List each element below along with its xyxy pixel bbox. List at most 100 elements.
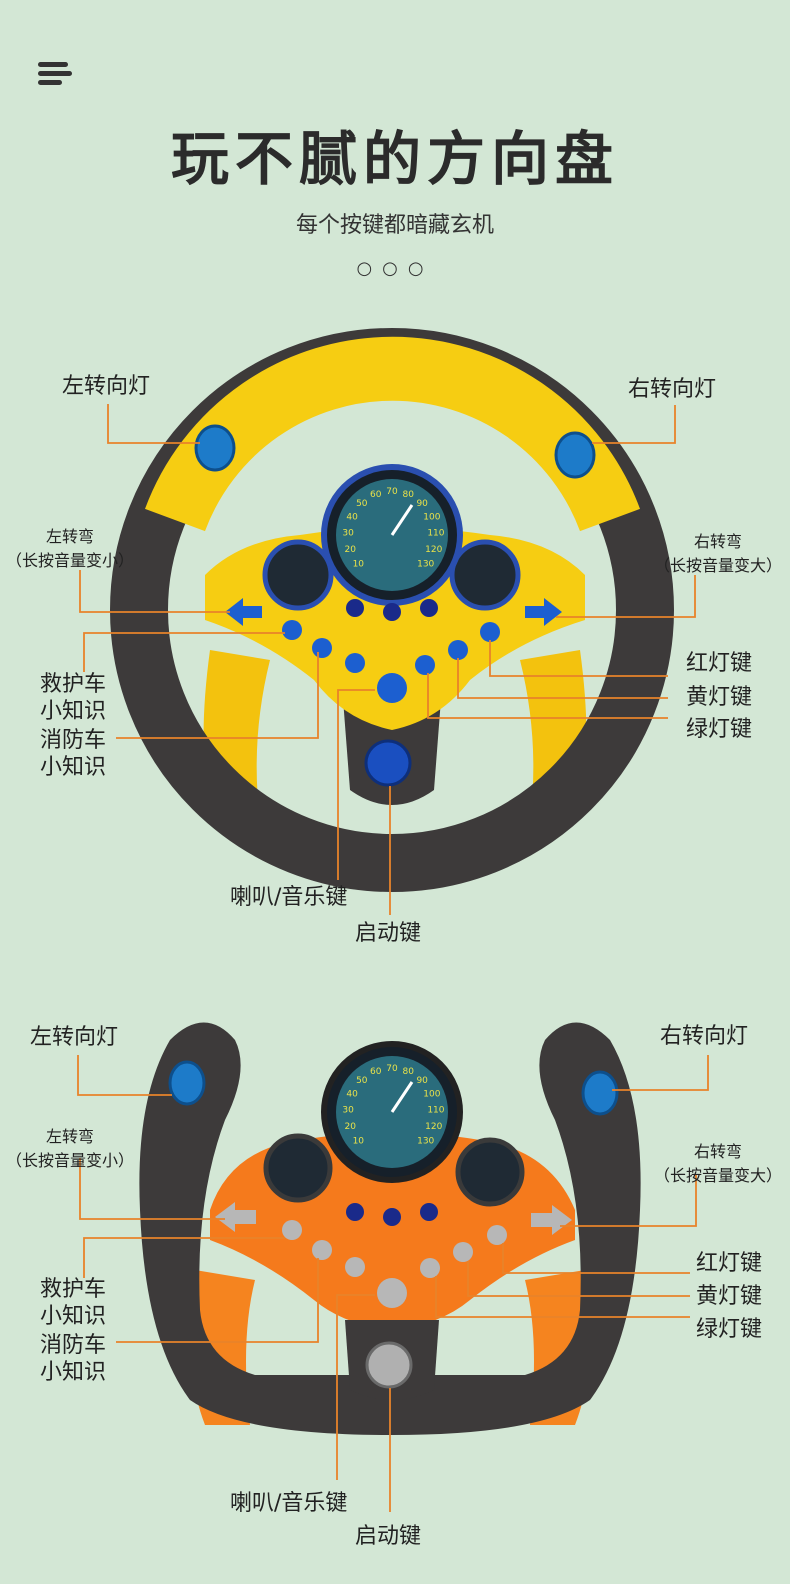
speedometer-tick: 40	[346, 1089, 358, 1099]
firetruck-button[interactable]	[312, 638, 332, 658]
speedometer-tick: 50	[356, 499, 368, 509]
red-light-button[interactable]	[480, 622, 500, 642]
speedometer-tick: 90	[416, 499, 428, 509]
leader-lines	[79, 404, 696, 915]
red-key-label: 红灯键	[686, 651, 753, 676]
speedometer-tick: 70	[386, 487, 398, 497]
right-small-gauge-2	[455, 1137, 525, 1207]
start-key-label-2: 启动键	[355, 1524, 422, 1549]
right-turn-title: 右转弯	[693, 532, 742, 551]
left-turn-title: 左转弯	[45, 527, 94, 546]
speedometer-tick: 110	[427, 528, 444, 538]
right-signal-label-2: 右转向灯	[660, 1024, 749, 1049]
left-signal-label: 左转向灯	[62, 374, 151, 399]
start-knob[interactable]	[364, 739, 412, 787]
horn-key-label-2: 喇叭/音乐键	[230, 1491, 348, 1516]
left-turn-button[interactable]	[225, 598, 262, 626]
ambulance-label-2-line2: 小知识	[40, 1304, 107, 1329]
left-signal-light[interactable]	[194, 424, 236, 472]
right-small-gauge	[449, 539, 521, 611]
yellow-light-button[interactable]	[448, 640, 468, 660]
firetruck-label-2: 消防车 小知识	[40, 1332, 106, 1386]
speedometer-tick: 90	[416, 1076, 428, 1086]
horn-button-2[interactable]	[377, 1278, 407, 1308]
green-key-label: 绿灯键	[686, 717, 753, 742]
left-turn-note: （长按音量变小）	[5, 551, 134, 570]
horn-button[interactable]	[377, 673, 407, 703]
firetruck-label-line1: 消防车	[40, 728, 107, 753]
firetruck-label: 消防车 小知识	[40, 727, 106, 781]
decorative-dots: ○○○	[356, 258, 434, 279]
red-light-button-2[interactable]	[487, 1225, 507, 1245]
right-turn-button[interactable]	[525, 598, 562, 626]
right-turn-note-2: （长按音量变大）	[653, 1166, 782, 1185]
speedometer-tick: 80	[403, 1067, 415, 1077]
ambulance-label-2: 救护车 小知识	[40, 1276, 106, 1330]
left-signal-label-2: 左转向灯	[30, 1025, 119, 1050]
red-key-label-2: 红灯键	[696, 1251, 763, 1276]
speedometer-tick: 40	[346, 512, 358, 522]
right-turn-button-2[interactable]	[531, 1205, 572, 1235]
left-turn-button-2[interactable]	[215, 1202, 256, 1232]
speedometer-tick: 60	[370, 490, 382, 500]
speedometer-tick: 20	[345, 1122, 357, 1132]
firetruck-label-2-line1: 消防车	[40, 1333, 107, 1358]
speedometer-tick: 120	[425, 545, 442, 555]
firetruck-label-2-line2: 小知识	[40, 1360, 107, 1385]
speedometer-tick: 10	[353, 1136, 365, 1146]
right-turn-label-2: 右转弯 （长按音量变大）	[646, 1140, 790, 1188]
left-turn-note-2: （长按音量变小）	[5, 1151, 134, 1170]
speedometer-tick: 60	[370, 1067, 382, 1077]
speedometer-tick: 100	[423, 512, 440, 522]
ambulance-button[interactable]	[282, 620, 302, 640]
speedometer-tick: 70	[386, 1064, 398, 1074]
speedometer-tick: 30	[342, 1105, 354, 1115]
speedometer-tick: 10	[353, 559, 365, 569]
left-small-gauge	[262, 539, 334, 611]
speedometer-tick: 50	[356, 1076, 368, 1086]
right-signal-light[interactable]	[554, 431, 596, 479]
right-turn-label: 右转弯 （长按音量变大）	[646, 530, 790, 578]
start-knob-2[interactable]	[365, 1341, 413, 1389]
left-turn-label-2: 左转弯 （长按音量变小）	[0, 1125, 140, 1173]
ambulance-label: 救护车 小知识	[40, 671, 106, 725]
speedometer-tick: 110	[427, 1105, 444, 1115]
right-signal-label: 右转向灯	[628, 377, 717, 402]
speedometer-tick: 100	[423, 1089, 440, 1099]
ambulance-label-line1: 救护车	[40, 672, 107, 697]
ambulance-label-line2: 小知识	[40, 699, 107, 724]
speedometer-tick: 20	[345, 545, 357, 555]
left-signal-light-2[interactable]	[168, 1060, 206, 1106]
horn-key-label: 喇叭/音乐键	[230, 885, 348, 910]
green-light-button[interactable]	[415, 655, 435, 675]
yellow-light-button-2[interactable]	[453, 1242, 473, 1262]
speedometer-tick: 80	[403, 490, 415, 500]
green-light-button-2[interactable]	[420, 1258, 440, 1278]
page-subtitle: 每个按键都暗藏玄机	[295, 213, 494, 238]
left-turn-label: 左转弯 （长按音量变小）	[0, 525, 140, 573]
right-signal-light-2[interactable]	[581, 1070, 619, 1116]
yellow-key-label: 黄灯键	[686, 685, 753, 710]
right-turn-note: （长按音量变大）	[653, 556, 782, 575]
left-turn-title-2: 左转弯	[45, 1127, 94, 1146]
speedometer-tick: 130	[417, 559, 434, 569]
yellow-key-label-2: 黄灯键	[696, 1284, 763, 1309]
ambulance-label-2-line1: 救护车	[40, 1277, 107, 1302]
speedometer-tick: 30	[342, 528, 354, 538]
menu-icon[interactable]	[38, 62, 72, 88]
leader-lines-2	[77, 1055, 709, 1512]
right-turn-title-2: 右转弯	[693, 1142, 742, 1161]
speedometer-tick: 120	[425, 1122, 442, 1132]
firetruck-label-line2: 小知识	[40, 755, 107, 780]
green-key-label-2: 绿灯键	[696, 1317, 763, 1342]
ambulance-button-2[interactable]	[282, 1220, 302, 1240]
left-small-gauge-2	[263, 1133, 333, 1203]
page-title: 玩不腻的方向盘	[170, 125, 619, 193]
firetruck-button-2[interactable]	[312, 1240, 332, 1260]
